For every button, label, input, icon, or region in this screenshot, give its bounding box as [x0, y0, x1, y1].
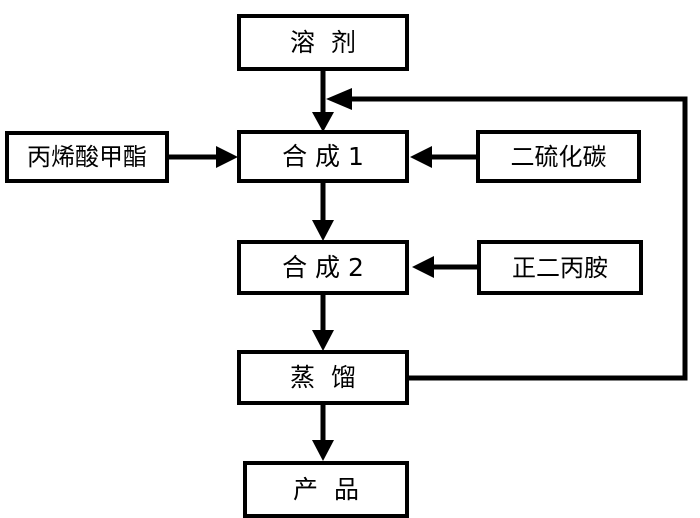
- edge-carbon-disulfide-to-synthesis-1: [410, 146, 476, 168]
- node-distillation[interactable]: 蒸 馏: [237, 350, 409, 405]
- node-synthesis-1-label: 合 成 1: [282, 142, 364, 171]
- node-product-label: 产 品: [293, 475, 359, 504]
- edge-distillation-to-product: [312, 405, 334, 461]
- edge-dipropylamine-to-synthesis-2: [412, 256, 477, 278]
- node-distillation-label: 蒸 馏: [290, 363, 356, 392]
- node-carbon-disulfide[interactable]: 二硫化碳: [476, 130, 641, 183]
- node-methyl-acrylate-label: 丙烯酸甲酯: [27, 143, 147, 171]
- node-carbon-disulfide-label: 二硫化碳: [510, 142, 607, 171]
- node-dipropylamine-label: 正二丙胺: [512, 253, 608, 282]
- node-synthesis-2-label: 合 成 2: [282, 253, 364, 282]
- node-solvent-label: 溶 剂: [290, 28, 356, 57]
- node-product[interactable]: 产 品: [243, 461, 409, 518]
- edge-methyl-acrylate-to-synthesis-1: [169, 146, 238, 168]
- node-synthesis-1[interactable]: 合 成 1: [237, 130, 409, 183]
- edge-solvent-to-synthesis-1: [312, 71, 334, 132]
- node-solvent[interactable]: 溶 剂: [237, 14, 409, 71]
- node-methyl-acrylate[interactable]: 丙烯酸甲酯: [5, 131, 169, 183]
- node-synthesis-2[interactable]: 合 成 2: [237, 240, 409, 295]
- edge-synthesis-1-to-synthesis-2: [312, 183, 334, 241]
- edge-distillation-recycle-to-synthesis-1: [326, 88, 688, 381]
- edge-synthesis-2-to-distillation: [312, 295, 334, 351]
- node-dipropylamine[interactable]: 正二丙胺: [477, 240, 643, 295]
